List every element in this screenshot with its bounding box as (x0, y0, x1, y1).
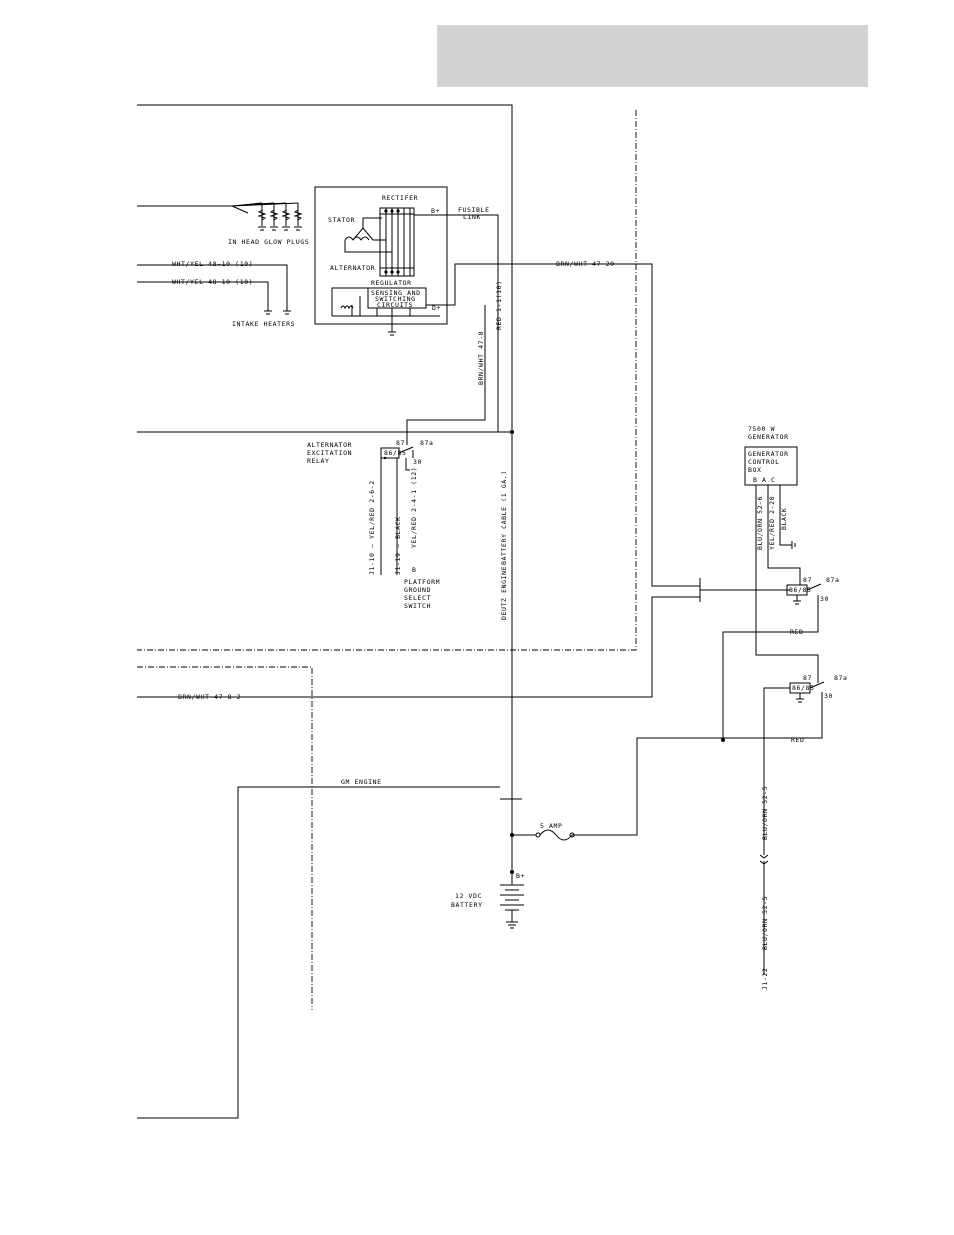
relay-exc-label3: RELAY (307, 457, 330, 465)
rectifier-label: RECTIFER (382, 194, 418, 202)
generator-box3: BOX (748, 466, 762, 474)
generator-terminals: B A C (753, 476, 776, 484)
glow-plugs-label: IN HEAD GLOW PLUGS (228, 238, 309, 246)
relay-gen2-86-85: 86/85 (792, 684, 815, 692)
alternator-excitation-relay: ALTERNATOR EXCITATION RELAY 86/85 87 87a… (307, 439, 440, 610)
relay-exc-87: 87 (396, 439, 405, 447)
wire-red-b: RED (791, 736, 805, 744)
generator-title1: 7500 W (748, 425, 775, 433)
wire-wht-yel-2: WHT/YEL 48-10 (10) (172, 278, 253, 286)
relay-exc-86-85: 86/85 (384, 449, 407, 457)
relay-exc-pin-b: B (412, 566, 417, 574)
gm-engine-feed: GM ENGINE (137, 778, 522, 1119)
fusible-line1: FUSIBLE (458, 206, 490, 214)
b-plus-alt: B+ (431, 207, 440, 215)
wire-red-1-1-label: RED 1-1(10) (495, 280, 503, 330)
wire-red-a: RED (790, 628, 804, 636)
wire-yel-red-2-20: YEL/RED 2-20 (768, 496, 776, 550)
generator-relay-1: 86/85 87 87a 30 RED (721, 576, 840, 742)
wire-yel-red-2-4-1: YEL/RED 2-4-1 (12) (410, 467, 418, 548)
glow-plugs: IN HEAD GLOW PLUGS (137, 202, 309, 246)
intake-heaters-label: INTAKE HEATERS (232, 320, 295, 328)
battery-label2: BATTERY (451, 901, 483, 909)
wire-brn-wht-47-20 (447, 263, 700, 587)
alternator-block: RECTIFER STATOR ALTERNATOR B+ REGULATOR … (314, 186, 448, 336)
stator-label: STATOR (328, 216, 355, 224)
intake-heaters: WHT/YEL 48-10 (10) WHT/YEL 48-10 (10) IN… (137, 260, 295, 328)
battery-label1: 12 VDC (455, 892, 482, 900)
sensing-line3: CIRCUITS (377, 301, 413, 309)
generator-control-box: 7500 W GENERATOR GENERATOR CONTROL BOX B… (744, 425, 819, 683)
regulator-label: REGULATOR (371, 279, 412, 287)
switch-label1: PLATFORM (404, 578, 440, 586)
gm-engine-label: GM ENGINE (341, 778, 382, 786)
relay-exc-87a: 87a (420, 439, 434, 447)
battery-cable-label: BATTERY CABLE (1 GA.) (500, 470, 508, 565)
relay-exc-label2: EXCITATION (307, 449, 352, 457)
relay-gen1-30: 30 (820, 595, 829, 603)
relay-gen1-87: 87 (803, 576, 812, 584)
relay-gen2-87: 87 (803, 674, 812, 682)
wire-blu-orn-52-5-lower: BLU/ORN 52-5 (761, 896, 769, 950)
wire-j1-22: J1-22 (761, 967, 769, 990)
battery-b-plus: B+ (516, 872, 525, 880)
fusible-line2: LINK (463, 213, 481, 221)
wire-brn-wht-47-8-label: BRN/WHT 47-8 (477, 331, 485, 385)
alternator-label: ALTERNATOR (330, 264, 375, 272)
generator-box2: CONTROL (748, 458, 780, 466)
wire-wht-yel-1: WHT/YEL 48-10 (10) (172, 260, 253, 268)
switch-label4: SWITCH (404, 602, 431, 610)
wire-brn-wht-47-8-2 (137, 596, 700, 698)
switch-label3: SELECT (404, 594, 431, 602)
generator-relay-2: 86/85 87 87a 30 RED BLU/ORN 52-5 BLU/ORN… (572, 674, 848, 990)
wire-brn-wht-47-8-2-label: BRN/WHT 47-8-2 (178, 693, 241, 701)
d-plus-label: D+ (432, 304, 441, 312)
deutz-engine-label: DEUTZ ENGINE (500, 566, 508, 620)
wire-brn-wht-47-8 (406, 305, 486, 445)
sensing-line2: SWITCHING (375, 295, 416, 303)
relay-gen1-87a: 87a (826, 576, 840, 584)
wire-brn-wht-47-20-label: BRN/WHT 47-20 (556, 260, 615, 268)
wire-j1-19: J1-19 — BLACK (394, 516, 402, 575)
battery-section: 5 AMP B+ 12 VDC BATTERY (451, 799, 575, 929)
wire-blu-orn-52-6: BLU/ORN 52-6 (756, 496, 764, 550)
fusible-link: FUSIBLE LINK (447, 206, 499, 432)
generator-title2: GENERATOR (748, 433, 789, 441)
fuse-label: 5 AMP (540, 822, 563, 830)
relay-gen2-30: 30 (824, 692, 833, 700)
deutz-engine-boundary (137, 104, 637, 1010)
header-shaded-box (437, 25, 868, 87)
generator-box1: GENERATOR (748, 450, 789, 458)
sensing-line1: SENSING AND (371, 289, 421, 297)
relay-gen1-86-85: 86/85 (789, 586, 812, 594)
wire-blu-orn-52-5-upper: BLU/ORN 52-5 (761, 786, 769, 840)
relay-gen2-87a: 87a (834, 674, 848, 682)
wire-j1-10: J1-10 — YEL/RED 2-6-2 (368, 480, 376, 575)
relay-exc-label1: ALTERNATOR (307, 441, 352, 449)
switch-label2: GROUND (404, 586, 431, 594)
relay-exc-30: 30 (413, 458, 422, 466)
wire-black-gen: BLACK (780, 507, 788, 530)
